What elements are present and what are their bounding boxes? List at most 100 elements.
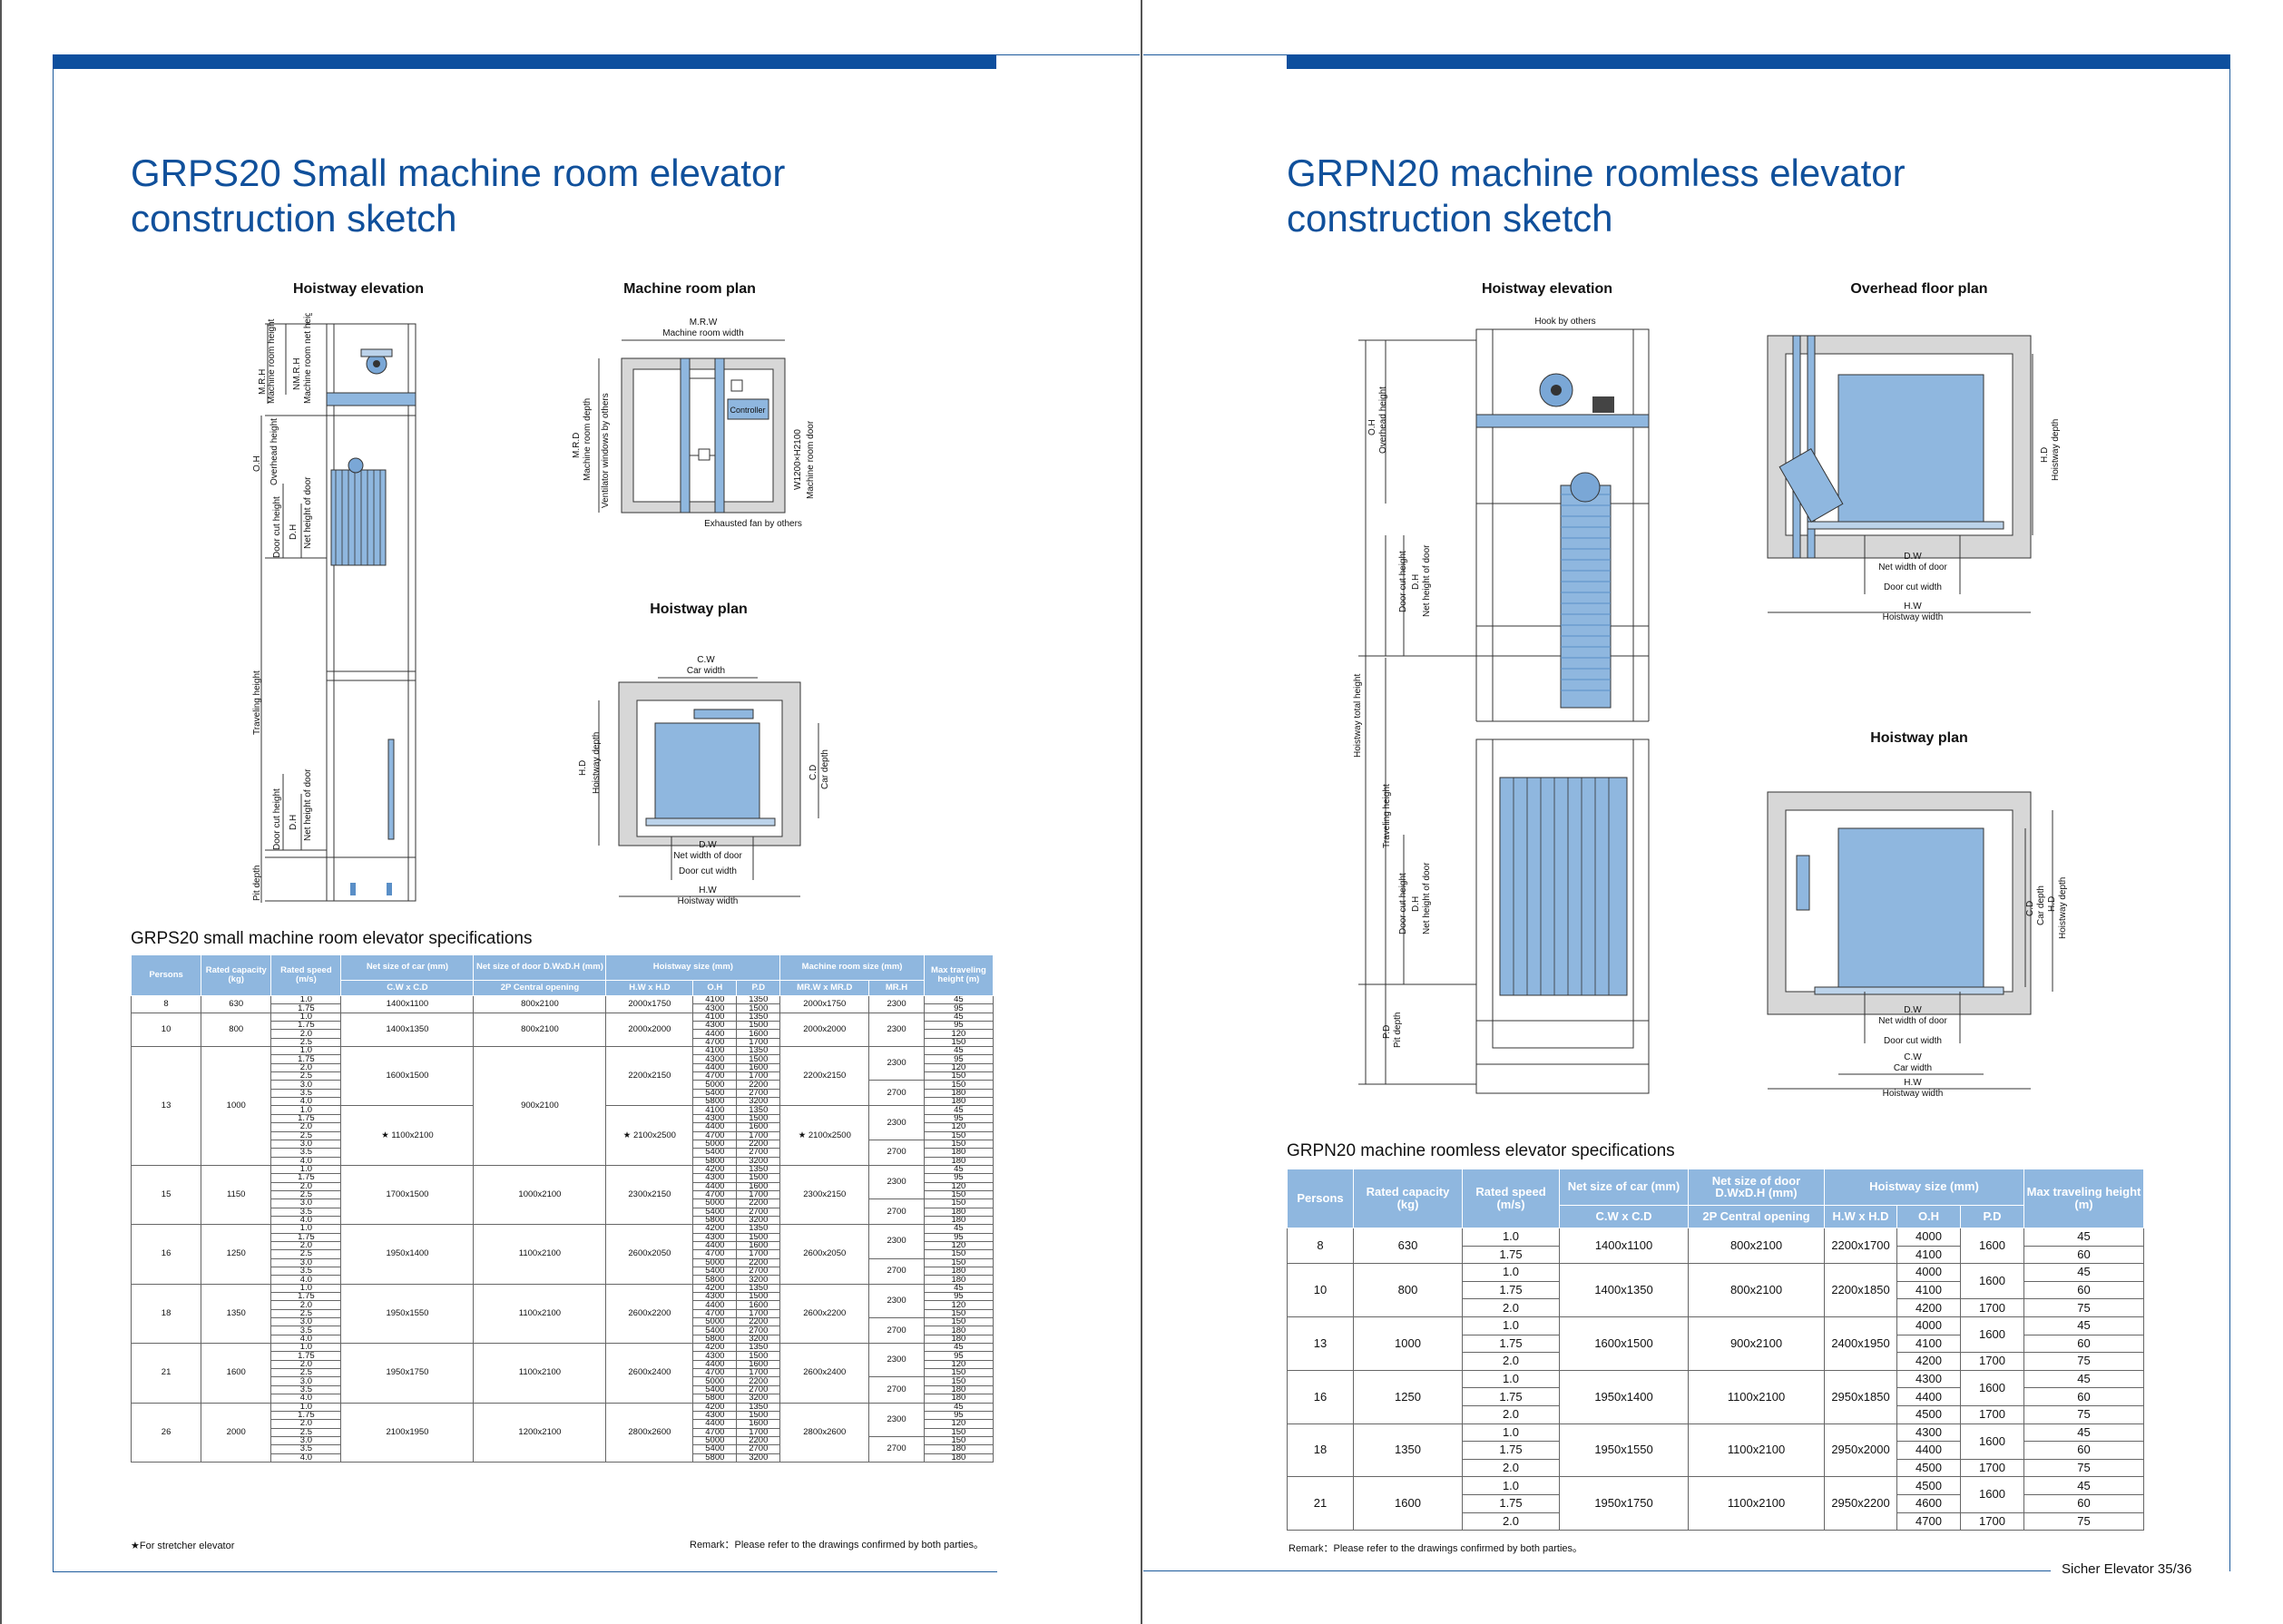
right-spec-cell: 1.75	[1462, 1387, 1560, 1406]
right-spec-cell: 2.0	[1462, 1298, 1560, 1317]
left-hoistway-plan-drawing: C.W Car width H.D Hoistway depth C.D Car…	[578, 655, 830, 906]
left-spec-cell: 4200	[692, 1224, 738, 1234]
left-spec-cell: 2200	[736, 1257, 781, 1268]
left-spec-cell: 2.5	[270, 1308, 342, 1319]
left-spec-cell: 2700	[868, 1198, 925, 1226]
th-oh: O.H	[692, 979, 738, 997]
left-spec-cell: 1350	[736, 1164, 781, 1175]
right-spec-cell: 1.0	[1462, 1228, 1560, 1247]
left-spec-cell: 45	[923, 1224, 995, 1234]
th-mrh: MR.H	[868, 979, 925, 997]
left-spec-cell: 800x2100	[473, 1012, 607, 1048]
left-spec-cell: 2300	[868, 1224, 925, 1259]
label-cd-right: C.D	[2025, 901, 2035, 916]
left-spec-cell: 2300x2150	[605, 1164, 694, 1226]
label-hoistway-depth-overhead: Hoistway depth	[2051, 419, 2061, 481]
right-spec-cell: 4400	[1896, 1441, 1961, 1460]
label-overhead-height: Overhead height	[269, 418, 279, 485]
label-dw-left: D.W	[699, 840, 717, 850]
right-spec-cell: 16	[1287, 1369, 1354, 1424]
th-speed: Rated speed (m/s)	[270, 954, 342, 996]
left-spec-cell: 8	[130, 995, 202, 1013]
right-spec-cell: 2200x1700	[1824, 1227, 1897, 1265]
left-spec-cell: 4300	[692, 1054, 738, 1064]
left-spec-cell: 2200	[736, 1139, 781, 1150]
left-spec-cell: 4700	[692, 1427, 738, 1437]
right-spec-cell: 4300	[1896, 1369, 1961, 1389]
left-spec-cell: 120	[923, 1181, 995, 1191]
left-spec-cell: 150	[923, 1189, 995, 1200]
label-dh: D.H	[289, 524, 299, 540]
left-spec-cell: 95	[923, 1113, 995, 1124]
left-spec-cell: 2700	[868, 1257, 925, 1285]
page-divider-center	[1141, 0, 1142, 1624]
right-spec-cell: 1600	[1959, 1227, 2025, 1265]
label-machine-room-depth: Machine room depth	[583, 398, 593, 481]
label-dh-right: D.H	[1411, 574, 1421, 590]
th-cw-cd: C.W x C.D	[340, 979, 475, 997]
left-spec-cell: 180	[923, 1207, 995, 1217]
left-spec-cell: 4300	[692, 1113, 738, 1124]
left-spec-cell: 3200	[736, 1334, 781, 1345]
right-remark: Remark：Please refer to the drawings conf…	[1288, 1543, 1583, 1554]
right-spec-cell: 1600	[1959, 1316, 2025, 1354]
th-door: Net size of door D.WxD.H (mm)	[473, 954, 607, 981]
th-machine-room: Machine room size (mm)	[779, 954, 925, 981]
label-net-width-of-door-right: Net width of door	[1878, 1016, 1947, 1026]
left-spec-cell: 4300	[692, 1173, 738, 1183]
left-spec-cell: 2000	[201, 1402, 272, 1463]
left-spec-cell: 120	[923, 1359, 995, 1370]
left-spec-cell: 4400	[692, 1029, 738, 1039]
left-spec-cell: 3200	[736, 1097, 781, 1107]
left-spec-cell: 1600	[736, 1359, 781, 1370]
left-spec-cell: 2700	[736, 1266, 781, 1277]
left-spec-cell: 4.0	[270, 1453, 342, 1463]
left-spec-cell: 1350	[736, 1224, 781, 1234]
left-spec-cell: 1500	[736, 1003, 781, 1013]
label-net-width-of-door-overhead: Net width of door	[1878, 563, 1947, 572]
right-spec-cell: 1.0	[1462, 1263, 1560, 1282]
label-car-width-right: Car width	[1894, 1063, 1932, 1073]
left-spec-cell: 150	[923, 1249, 995, 1259]
th-pd: P.D	[736, 979, 781, 997]
left-title-line2: construction sketch	[131, 197, 457, 240]
left-spec-cell: 800x2100	[473, 995, 607, 1013]
right-spec-table: Persons Rated capacity (kg) Rated speed …	[1287, 1169, 2145, 1531]
left-spec-cell: 3.0	[270, 1435, 342, 1446]
left-spec-cell: 180	[923, 1444, 995, 1454]
left-spec-cell: 2300	[868, 1402, 925, 1437]
right-spec-cell: 1700	[1959, 1298, 2025, 1317]
left-spec-cell: 5800	[692, 1334, 738, 1345]
label-hoistway-depth-left: Hoistway depth	[592, 732, 602, 794]
right-spec-cell: 1950x1550	[1559, 1423, 1689, 1478]
left-spec-cell: 5800	[692, 1097, 738, 1107]
left-spec-cell: 26	[130, 1402, 202, 1463]
left-spec-cell: 3.5	[270, 1207, 342, 1217]
left-spec-cell: 4300	[692, 1351, 738, 1361]
label-net-width-of-door-left: Net width of door	[673, 851, 742, 861]
left-spec-cell: 2700	[868, 1317, 925, 1345]
left-spec-cell: 4700	[692, 1249, 738, 1259]
left-spec-cell: 4400	[692, 1300, 738, 1310]
left-spec-cell: 2.5	[270, 1368, 342, 1378]
left-spec-cell: 5400	[692, 1326, 738, 1335]
left-spec-cell: 1700	[736, 1189, 781, 1200]
left-spec-cell: 2200x2150	[779, 1046, 870, 1107]
left-spec-cell: 2700	[736, 1326, 781, 1335]
left-spec-cell: 2.5	[270, 1037, 342, 1048]
